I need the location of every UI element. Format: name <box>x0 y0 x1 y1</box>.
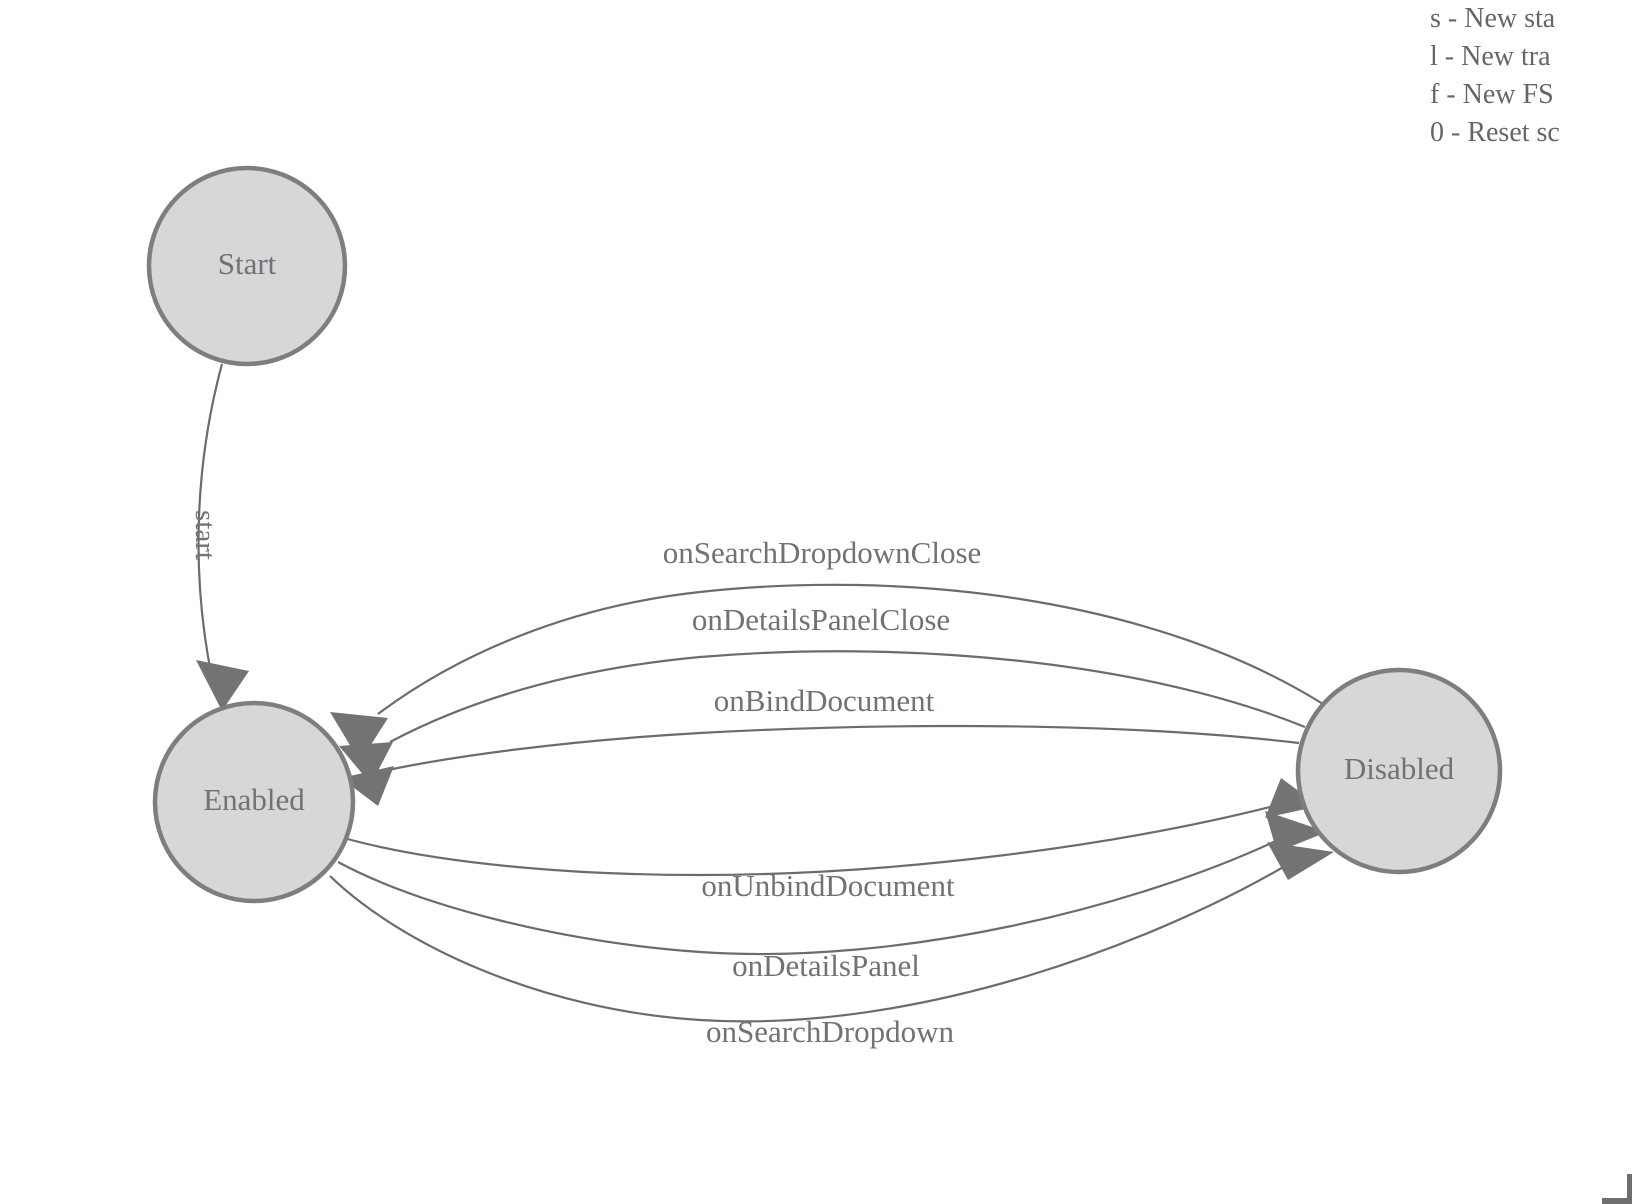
edge-line <box>337 837 1283 956</box>
state-label: Enabled <box>203 782 305 817</box>
state-node-start[interactable]: Start <box>146 165 348 367</box>
state-circle <box>146 165 348 367</box>
state-label: Disabled <box>1344 751 1455 786</box>
arrowhead-icon <box>1267 842 1334 880</box>
edge-line <box>343 804 1275 877</box>
edge-label-on-details-panel-close: onDetailsPanelClose <box>692 602 950 637</box>
state-circle <box>1295 667 1503 875</box>
state-circle <box>152 700 356 904</box>
state-node-disabled[interactable]: Disabled <box>1295 667 1503 875</box>
edge-on-unbind-document[interactable] <box>343 778 1319 877</box>
edge-line <box>387 724 1300 772</box>
edge-line <box>197 363 224 679</box>
edge-label-start: start <box>189 510 221 560</box>
vertical-scrollbar-thumb[interactable] <box>1627 1174 1632 1204</box>
arrowhead-icon <box>339 742 393 784</box>
horizontal-scrollbar-thumb[interactable] <box>1602 1198 1632 1204</box>
edge-line <box>377 583 1324 715</box>
edge-on-search-dropdown-close[interactable] <box>330 583 1324 762</box>
edge-start[interactable] <box>196 363 249 711</box>
edge-label-on-details-panel: onDetailsPanel <box>732 948 920 983</box>
edge-on-details-panel[interactable] <box>337 811 1327 956</box>
arrowhead-icon <box>341 766 394 806</box>
edge-line <box>389 650 1306 743</box>
edge-line <box>329 861 1293 1023</box>
edge-on-search-dropdown[interactable] <box>329 842 1334 1023</box>
state-label: Start <box>218 246 277 281</box>
edge-label-on-unbind-document: onUnbindDocument <box>701 868 955 903</box>
edge-on-bind-document[interactable] <box>341 724 1300 806</box>
edge-label-on-search-dropdown-close: onSearchDropdownClose <box>663 535 982 570</box>
arrowhead-icon <box>196 660 249 711</box>
edge-on-details-panel-close[interactable] <box>339 650 1306 784</box>
edge-label-on-bind-document: onBindDocument <box>714 683 935 718</box>
arrowhead-icon <box>1265 811 1327 852</box>
state-node-enabled[interactable]: Enabled <box>152 700 356 904</box>
edge-label-on-search-dropdown: onSearchDropdown <box>706 1014 954 1049</box>
arrowhead-icon <box>330 712 388 762</box>
